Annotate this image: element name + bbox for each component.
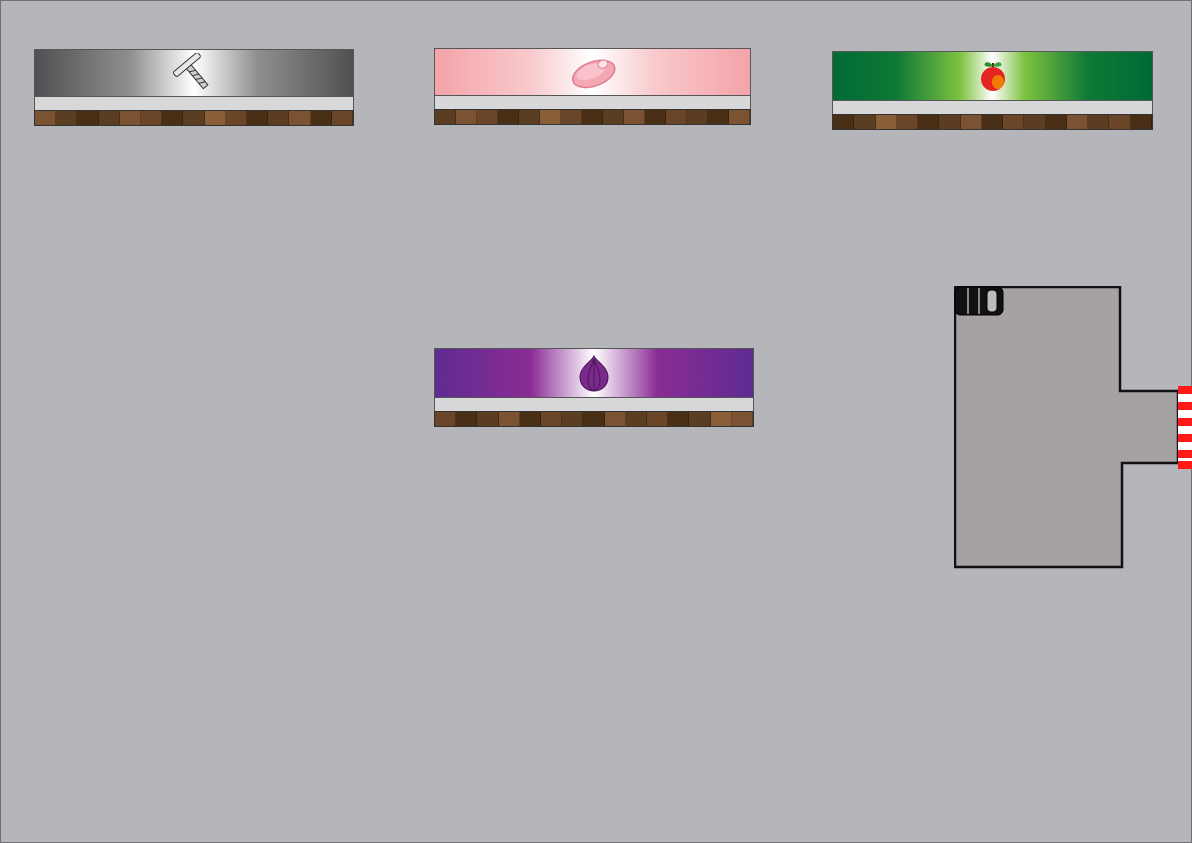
wood-plank (625, 412, 648, 426)
wood-plank (162, 111, 184, 125)
wood-plank (498, 412, 520, 426)
wood-plank (56, 111, 78, 125)
shelf-hardware[interactable] (34, 49, 354, 126)
wood-plank (519, 110, 540, 124)
wood-plank (645, 110, 666, 124)
wood-plank (960, 115, 982, 129)
screw-icon (173, 53, 209, 90)
wood-plank (498, 110, 519, 124)
wood-plank (939, 115, 961, 129)
wood-plank (561, 110, 582, 124)
wood-plank (289, 111, 311, 125)
wood-plank (918, 115, 940, 129)
wood-plank (582, 110, 603, 124)
wood-plank (689, 412, 711, 426)
shelf-meat[interactable] (434, 48, 751, 125)
wood-plank (981, 115, 1004, 129)
wood-plank (477, 412, 499, 426)
wood-plank (562, 412, 584, 426)
wood-plank (583, 412, 605, 426)
shelf-wood-base (832, 114, 1153, 130)
wood-plank (708, 110, 729, 124)
wood-plank (331, 111, 353, 125)
wood-plank (540, 110, 561, 124)
wood-plank (310, 111, 332, 125)
wood-plank (1003, 115, 1025, 129)
wood-plank (647, 412, 669, 426)
wood-plank (603, 110, 624, 124)
meat-icon (571, 59, 616, 89)
wood-plank (710, 412, 732, 426)
shelf-strip (434, 96, 751, 109)
wood-plank (477, 110, 498, 124)
shelf-banner (434, 48, 751, 96)
shelf-banner (34, 49, 354, 97)
wood-plank (668, 412, 690, 426)
wood-plank (1045, 115, 1067, 129)
wood-plank (456, 110, 477, 124)
wood-plank (268, 111, 290, 125)
wood-plank (77, 111, 99, 125)
wood-plank (729, 110, 750, 124)
wood-plank (141, 111, 163, 125)
entrance-barrier (1178, 386, 1192, 469)
wood-plank (896, 115, 919, 129)
apple-icon (980, 62, 1005, 91)
wood-plank (731, 412, 753, 426)
wood-plank (875, 115, 897, 129)
wood-plank (1109, 115, 1131, 129)
parking-lot (954, 286, 1192, 570)
shelf-wood-base (434, 109, 751, 125)
wood-plank (666, 110, 687, 124)
wood-plank (435, 412, 457, 426)
shelf-produce[interactable] (832, 51, 1153, 130)
shelf-wood-base (434, 411, 754, 427)
shelf-banner (434, 348, 754, 398)
wood-plank (854, 115, 876, 129)
wood-plank (604, 412, 626, 426)
parking-lot-area (954, 286, 1192, 569)
onion-icon (579, 354, 609, 392)
wood-plank (1024, 115, 1046, 129)
wood-plank (1130, 115, 1152, 129)
wood-plank (225, 111, 248, 125)
wood-plank (519, 412, 542, 426)
wood-plank (1088, 115, 1110, 129)
shelf-strip (832, 101, 1153, 114)
wood-plank (541, 412, 563, 426)
wood-plank (98, 111, 120, 125)
wood-plank (1066, 115, 1089, 129)
wood-plank (833, 115, 855, 129)
wood-plank (35, 111, 57, 125)
shelf-onion[interactable] (434, 348, 754, 427)
shelf-strip (434, 398, 754, 411)
shelf-strip (34, 97, 354, 110)
wood-plank (456, 412, 478, 426)
wood-plank (204, 111, 226, 125)
shelf-wood-base (34, 110, 354, 126)
wood-plank (435, 110, 456, 124)
wood-plank (624, 110, 645, 124)
shelf-banner (832, 51, 1153, 101)
wood-plank (183, 111, 205, 125)
wood-plank (687, 110, 708, 124)
car-black[interactable] (954, 286, 1004, 316)
wood-plank (119, 111, 142, 125)
wood-plank (247, 111, 269, 125)
